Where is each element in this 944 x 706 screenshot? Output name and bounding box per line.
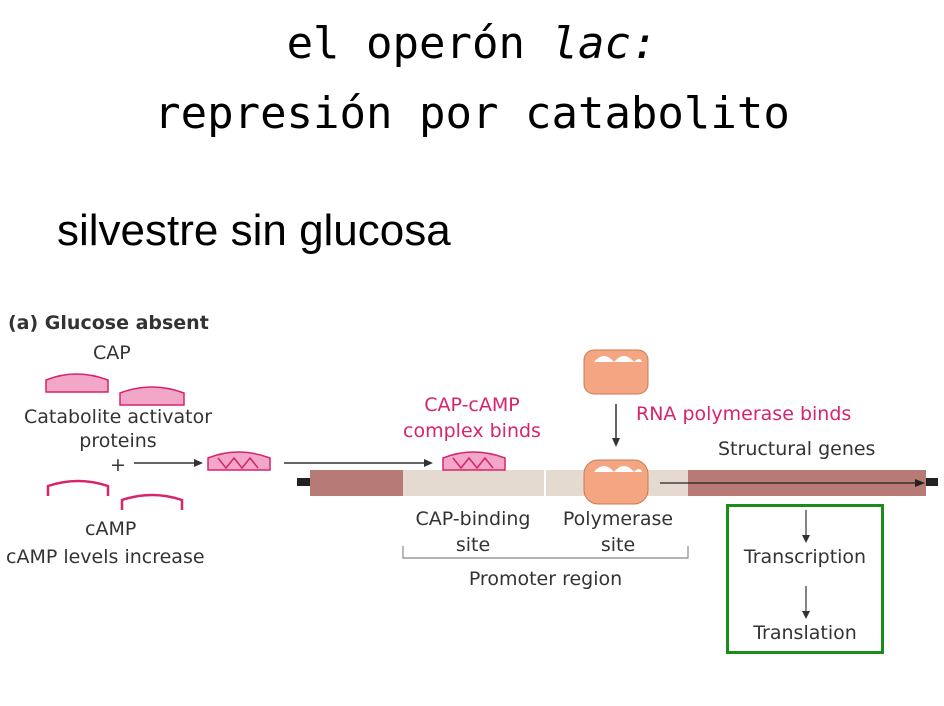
arrow-polymerase-binds bbox=[612, 404, 620, 447]
cap-camp-complex-bound bbox=[442, 451, 506, 471]
cap-protein-2 bbox=[119, 386, 185, 406]
arrow-to-translation bbox=[802, 586, 810, 619]
catabolite-label-line1: Catabolite activator bbox=[23, 406, 212, 428]
dna-regulatory-segment bbox=[310, 470, 403, 496]
arrow-to-complex bbox=[134, 459, 203, 467]
camp-molecule-1 bbox=[46, 479, 110, 496]
cap-camp-label-line1: CAP-cAMP bbox=[424, 394, 520, 416]
rna-polymerase-bound bbox=[583, 459, 649, 505]
dna-left-end bbox=[297, 478, 311, 486]
promoter-region-label: Promoter region bbox=[468, 568, 623, 590]
arrow-to-dna bbox=[284, 459, 433, 467]
arrow-to-transcription bbox=[802, 510, 810, 543]
cap-label: CAP bbox=[93, 342, 131, 364]
gene-expression-box bbox=[726, 504, 884, 654]
cap-binding-site-line1: CAP-binding bbox=[415, 508, 531, 530]
rna-polymerase-binds-label: RNA polymerase binds bbox=[636, 403, 852, 425]
title-italic-lac: lac: bbox=[551, 18, 658, 69]
catabolite-label-line2: proteins bbox=[79, 430, 157, 452]
dna-right-end bbox=[926, 478, 938, 486]
cap-protein-1 bbox=[45, 373, 109, 393]
camp-molecule-2 bbox=[120, 493, 184, 510]
structural-genes-label: Structural genes bbox=[718, 438, 876, 460]
panel-label: (a) Glucose absent bbox=[8, 312, 209, 334]
polymerase-site-line1: Polymerase bbox=[562, 508, 674, 530]
camp-levels-label: cAMP levels increase bbox=[6, 546, 205, 568]
title-prefix: el operón bbox=[286, 18, 552, 69]
cap-camp-complex-free bbox=[207, 451, 271, 471]
subtitle: silvestre sin glucosa bbox=[57, 206, 451, 255]
rna-polymerase-free bbox=[583, 349, 649, 395]
cap-camp-label-line2: complex binds bbox=[403, 420, 541, 442]
title-line-2: represión por catabolito bbox=[154, 88, 790, 139]
promoter-region-bracket bbox=[402, 546, 689, 559]
cap-binding-site-line2: site bbox=[455, 534, 491, 556]
camp-label: cAMP bbox=[85, 518, 137, 540]
transcription-label: Transcription bbox=[743, 546, 867, 568]
polymerase-site-line2: site bbox=[600, 534, 636, 556]
plus-sign: + bbox=[110, 454, 126, 476]
translation-label: Translation bbox=[753, 622, 857, 644]
title-line-1: el operón lac: bbox=[0, 18, 944, 69]
transcription-direction-arrow bbox=[660, 479, 925, 487]
